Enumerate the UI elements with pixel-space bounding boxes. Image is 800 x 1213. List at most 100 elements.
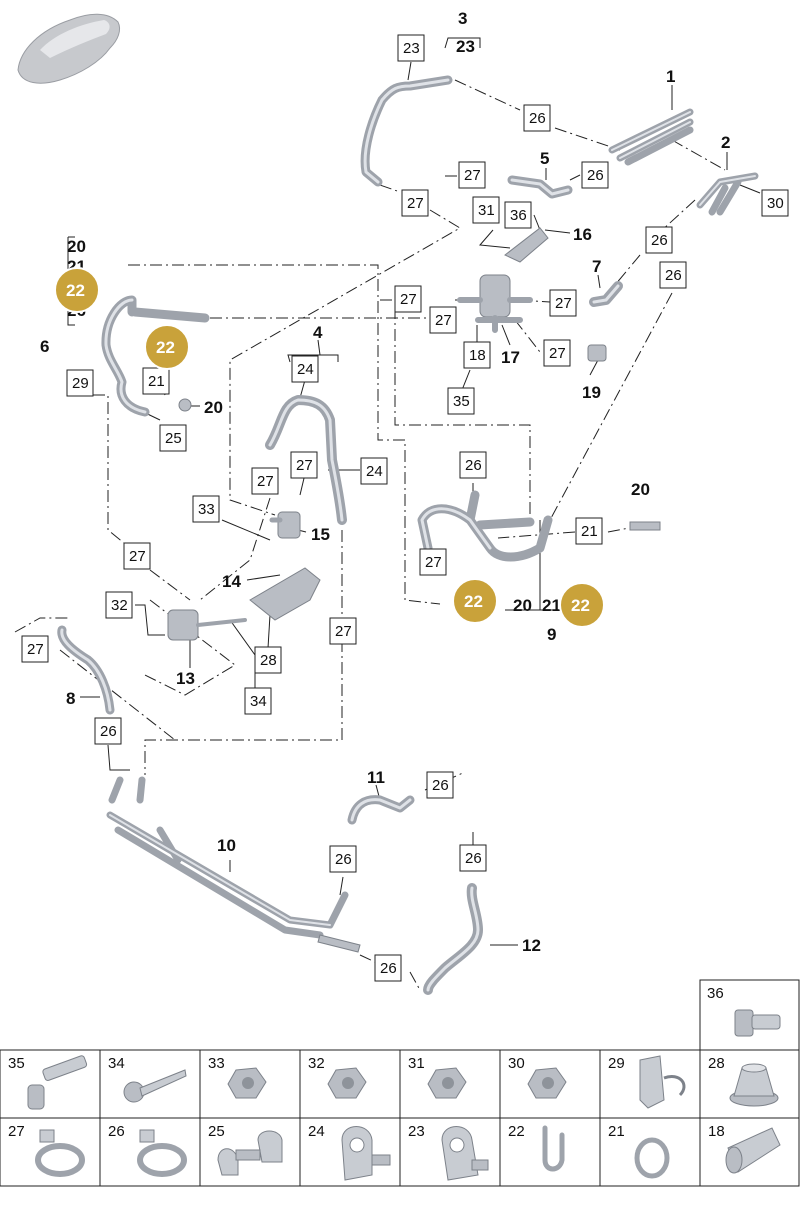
- callout-11: 11: [367, 768, 385, 787]
- svg-text:32: 32: [111, 597, 128, 614]
- box-27-f: 27: [543, 339, 571, 367]
- hose-23-pipe: [360, 75, 453, 187]
- callout-12: 12: [522, 936, 541, 955]
- legend-cell-22: 22: [508, 1123, 565, 1172]
- callout-10: 10: [217, 836, 236, 855]
- svg-text:26: 26: [100, 723, 117, 740]
- retaining-clip-icon: [542, 1125, 565, 1172]
- svg-text:32: 32: [308, 1055, 325, 1072]
- svg-text:34: 34: [108, 1055, 125, 1072]
- boxed-labels: 23 23 26 26 30 27 27 31 36 26 26 27 27 2…: [21, 34, 789, 982]
- legend-cell-29: 29: [608, 1055, 686, 1109]
- legend-cell-27: 27: [8, 1123, 85, 1177]
- nut-icon: [327, 1067, 367, 1099]
- svg-text:35: 35: [453, 393, 470, 410]
- holder-clip-icon: [639, 1055, 686, 1109]
- hose-5: [507, 175, 573, 199]
- svg-text:24: 24: [308, 1123, 325, 1140]
- bracket-14: [249, 567, 321, 621]
- legend-cell-31: 31: [408, 1055, 467, 1099]
- svg-text:22: 22: [66, 281, 85, 300]
- callout-1: 1: [666, 67, 675, 86]
- svg-text:26: 26: [529, 110, 546, 127]
- svg-text:34: 34: [250, 693, 267, 710]
- svg-text:31: 31: [478, 202, 495, 219]
- hose-9-assembly: [417, 490, 661, 562]
- callout-21-bottom: 21: [542, 596, 561, 615]
- legend-cell-24: 24: [308, 1123, 391, 1181]
- svg-text:31: 31: [408, 1055, 425, 1072]
- badges-22: 22 22 22 22: [54, 267, 605, 628]
- svg-text:23: 23: [403, 40, 420, 57]
- callout-2: 2: [721, 133, 730, 152]
- box-27-a: 27: [458, 161, 486, 189]
- box-25: 25: [159, 424, 187, 452]
- sleeve-icon: [725, 1127, 781, 1174]
- svg-text:25: 25: [208, 1123, 225, 1140]
- hose-12: [423, 883, 483, 995]
- valve-17: [457, 274, 533, 333]
- box-27-g: 27: [290, 451, 318, 479]
- box-27-c: 27: [394, 285, 422, 313]
- box-27-h: 27: [251, 467, 279, 495]
- badge-22-c: 22: [452, 578, 498, 624]
- svg-text:22: 22: [156, 338, 175, 357]
- svg-text:18: 18: [469, 347, 486, 364]
- callout-9: 9: [547, 625, 556, 644]
- box-26-i-right: 26: [459, 844, 487, 872]
- svg-text:29: 29: [608, 1055, 625, 1072]
- legend-cell-28: 28: [708, 1055, 779, 1107]
- svg-text:29: 29: [72, 375, 89, 392]
- box-34: 34: [244, 687, 272, 715]
- double-clip-icon: [217, 1130, 283, 1176]
- callout-20-top: 20: [67, 237, 86, 256]
- grommet-icon: [729, 1063, 779, 1107]
- svg-text:27: 27: [555, 295, 572, 312]
- legend-cell-21: 21: [608, 1123, 670, 1179]
- svg-text:28: 28: [260, 652, 277, 669]
- svg-text:26: 26: [380, 960, 397, 977]
- legend-cell-35: 35: [8, 1055, 88, 1110]
- svg-text:24: 24: [366, 463, 383, 480]
- box-26-b: 26: [581, 161, 609, 189]
- callout-20-right: 20: [631, 480, 650, 499]
- bolt-icon: [27, 1055, 88, 1110]
- pipe-clip-icon: [341, 1126, 391, 1181]
- box-27-k: 27: [21, 635, 49, 663]
- car-thumbnail-icon[interactable]: [17, 13, 121, 84]
- svg-text:26: 26: [335, 851, 352, 868]
- o-ring-icon: [634, 1137, 670, 1179]
- legend-cell-23: 23: [408, 1123, 489, 1181]
- callout-5: 5: [540, 149, 549, 168]
- badge-22-b: 22: [144, 324, 190, 370]
- box-26-c: 26: [645, 226, 673, 254]
- box-27-b: 27: [401, 189, 429, 217]
- screw-icon: [123, 1069, 187, 1103]
- valve-15: [269, 511, 301, 539]
- svg-text:27: 27: [464, 167, 481, 184]
- legend-cell-36: 36: [707, 985, 781, 1037]
- nut-icon: [427, 1067, 467, 1099]
- hose-2-assembly: [696, 172, 759, 216]
- svg-text:21: 21: [608, 1123, 625, 1140]
- callout-13: 13: [176, 669, 195, 688]
- box-35: 35: [447, 387, 475, 415]
- hose-11: [347, 795, 415, 825]
- box-28: 28: [254, 646, 282, 674]
- svg-text:30: 30: [508, 1055, 525, 1072]
- svg-text:33: 33: [208, 1055, 225, 1072]
- svg-text:25: 25: [165, 430, 182, 447]
- box-31: 31: [472, 196, 500, 224]
- svg-text:26: 26: [587, 167, 604, 184]
- box-27-l: 27: [419, 548, 447, 576]
- box-27-e: 27: [429, 306, 457, 334]
- box-21-a: 21: [142, 367, 170, 395]
- svg-text:26: 26: [108, 1123, 125, 1140]
- callout-15: 15: [311, 525, 330, 544]
- box-27-j: 27: [329, 617, 357, 645]
- box-26-i-left: 26: [374, 954, 402, 982]
- hose-6-assembly: [101, 295, 210, 417]
- svg-text:26: 26: [465, 850, 482, 867]
- svg-text:27: 27: [27, 641, 44, 658]
- nut-icon: [527, 1067, 567, 1099]
